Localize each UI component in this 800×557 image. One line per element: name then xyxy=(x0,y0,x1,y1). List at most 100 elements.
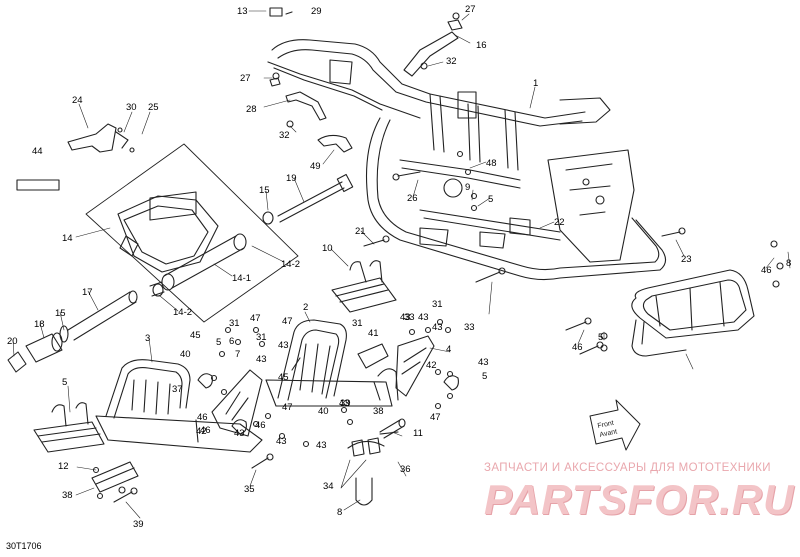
footrest-2 xyxy=(265,319,399,407)
footpeg-11 xyxy=(33,402,105,453)
callout: 5 xyxy=(482,371,487,382)
callout: 46 xyxy=(255,420,266,431)
front-direction-sign: Front Avant xyxy=(589,399,641,451)
bumper-7 xyxy=(631,269,755,357)
callout: 20 xyxy=(7,336,18,347)
callout: 9 xyxy=(465,182,470,193)
callout: 47 xyxy=(250,313,261,324)
callout-numbers: 13 29 27 16 32 1 27 28 32 24 30 25 44 49… xyxy=(7,4,791,530)
callout: 30 xyxy=(126,102,137,113)
callout: 39 xyxy=(340,398,351,409)
callout: 14-2 xyxy=(281,259,300,270)
footrest-3 xyxy=(95,359,263,453)
callout: 31 xyxy=(432,299,443,310)
callout: 43 xyxy=(276,436,287,447)
callout: 5 xyxy=(598,332,603,343)
callout: 14-2 xyxy=(173,307,192,318)
callout: 3 xyxy=(145,333,150,344)
callout: 43 xyxy=(400,312,411,323)
front-sign-line1: Front xyxy=(597,420,614,430)
callout: 7 xyxy=(235,349,240,360)
callout: 46 xyxy=(200,425,211,436)
callout: 48 xyxy=(486,158,497,169)
fasteners xyxy=(92,12,784,503)
callout: 41 xyxy=(368,328,379,339)
callout: 31 xyxy=(229,318,240,329)
callout: 25 xyxy=(148,102,159,113)
callout: 34 xyxy=(323,481,334,492)
callout: 14-1 xyxy=(232,273,251,284)
bolt-19 xyxy=(262,173,354,225)
callout: 47 xyxy=(282,316,293,327)
callout: 5 xyxy=(216,337,221,348)
u-bolt-36 xyxy=(355,477,373,506)
callout: 24 xyxy=(72,95,83,106)
callout: 46 xyxy=(572,342,583,353)
callout: 38 xyxy=(62,490,73,501)
callout: 26 xyxy=(407,193,418,204)
callout: 49 xyxy=(310,161,321,172)
callout: 2 xyxy=(303,302,308,313)
callout: 33 xyxy=(404,312,415,323)
watermark-text: ЗАПЧАСТИ И АКСЕССУАРЫ ДЛЯ МОТОТЕХНИКИ xyxy=(484,462,771,474)
callout: 11 xyxy=(413,428,423,439)
leader-lines xyxy=(12,10,791,519)
top-bracket-16 xyxy=(403,19,463,77)
callout: 43 xyxy=(339,398,350,409)
figure-code: 30T1706 xyxy=(6,541,42,551)
callout: 40 xyxy=(318,406,329,417)
callout: 33 xyxy=(464,322,475,333)
axle-and-spacers xyxy=(7,290,138,373)
callout: 43 xyxy=(478,357,489,368)
footpeg-10 xyxy=(331,260,397,313)
callout: 4 xyxy=(446,344,451,355)
callout: 6 xyxy=(229,336,234,347)
callout: 17 xyxy=(82,287,93,298)
label-44 xyxy=(16,179,60,191)
callout: 43 xyxy=(234,428,245,439)
callout: 47 xyxy=(282,402,293,413)
callout: 8 xyxy=(337,507,342,518)
watermark: ЗАПЧАСТИ И АКСЕССУАРЫ ДЛЯ МОТОТЕХНИКИ PA… xyxy=(484,462,793,524)
callout: 42 xyxy=(426,360,437,371)
callout: 32 xyxy=(446,56,457,67)
bracket-41 xyxy=(357,343,389,369)
callout: 42 xyxy=(196,426,207,437)
bracket-24 xyxy=(67,123,129,153)
callout: 32 xyxy=(279,130,290,141)
callout: 45 xyxy=(190,330,201,341)
callout: 27 xyxy=(465,4,476,15)
callout: 23 xyxy=(681,254,692,265)
callout: 15 xyxy=(55,308,66,319)
main-frame xyxy=(267,39,667,281)
callout: 39 xyxy=(133,519,144,530)
bracket-49 xyxy=(317,134,353,153)
callout: 35 xyxy=(244,484,255,495)
callout: 16 xyxy=(476,40,487,51)
callout: 8 xyxy=(786,258,791,269)
callout: 21 xyxy=(355,226,366,237)
callout: 10 xyxy=(322,243,333,254)
callout: 27 xyxy=(240,73,251,84)
callout: 31 xyxy=(256,332,267,343)
callout: 46 xyxy=(761,265,772,276)
callout: 43 xyxy=(278,340,289,351)
callout: 37 xyxy=(172,384,183,395)
plate-left xyxy=(211,369,263,437)
callout: 1 xyxy=(533,78,538,89)
swing-arm-assembly xyxy=(85,143,299,323)
callout: 40 xyxy=(180,349,191,360)
bracket-4 xyxy=(395,335,435,397)
clamp-35 xyxy=(347,437,385,457)
callout: 43 xyxy=(256,354,267,365)
callout: 45 xyxy=(278,372,289,383)
callout: 12 xyxy=(58,461,69,472)
small-parts-13-29 xyxy=(269,7,293,17)
callout: 43 xyxy=(418,312,429,323)
pin-34 xyxy=(379,418,406,439)
callout: 31 xyxy=(352,318,363,329)
callout: 43 xyxy=(432,322,443,333)
footpeg-12 xyxy=(91,461,139,494)
callout: 22 xyxy=(554,217,565,228)
